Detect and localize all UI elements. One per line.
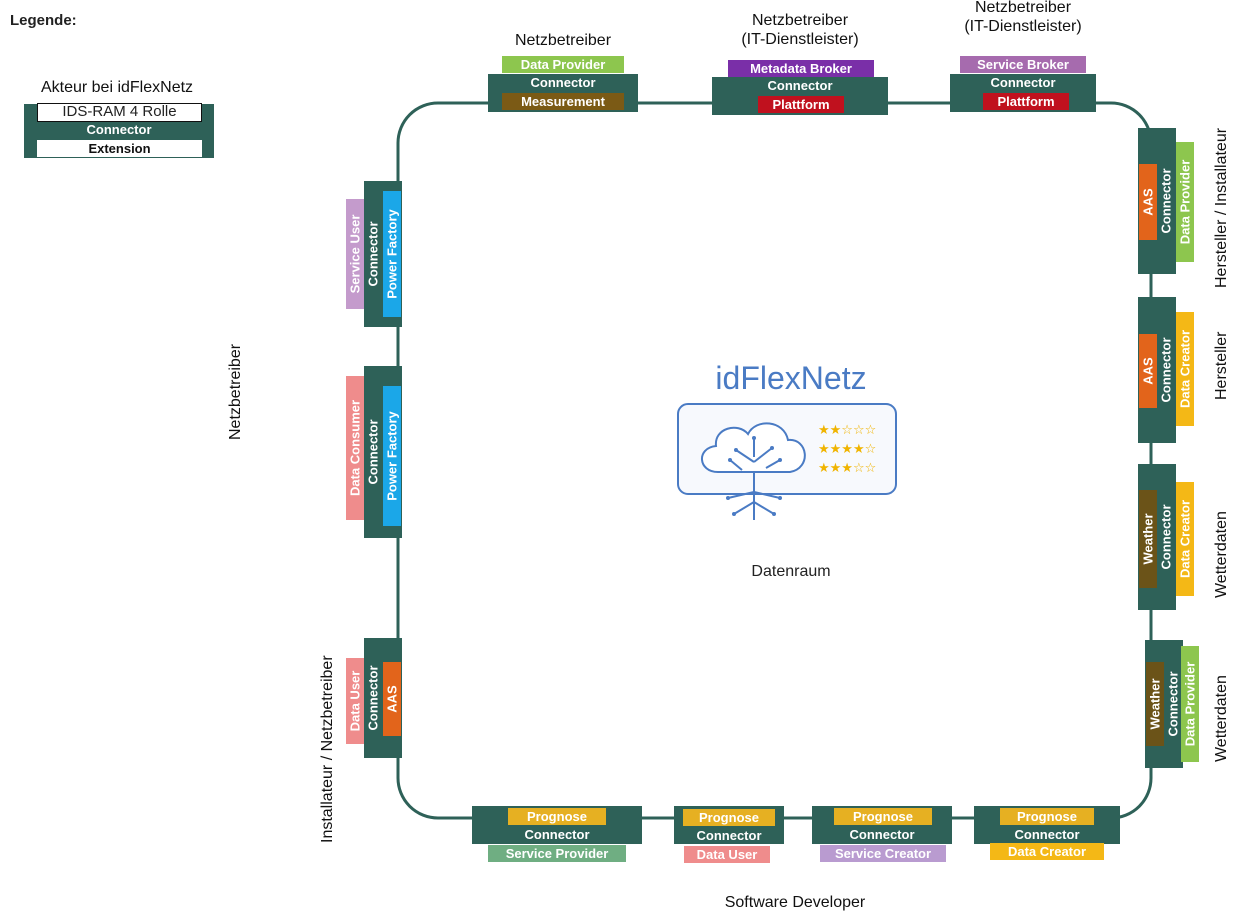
role-tag-data-creator: Data Creator [990,843,1104,860]
role-tag-service-broker: Service Broker [960,56,1086,73]
connector-text: Connector [1157,297,1175,443]
connector-text: Connector [364,181,382,327]
role-tag-service-creator: Service Creator [820,845,946,862]
role-tag-service-provider: Service Provider [488,845,626,862]
svg-text:★★★☆☆: ★★★☆☆ [818,461,876,476]
connector-text: Connector [974,827,1120,843]
role-tag-data-creator: Data Creator [1176,312,1194,426]
extension-tag-aas: AAS [1139,334,1157,408]
logo-title: idFlexNetz [676,360,906,397]
extension-tag-weather: Weather [1146,662,1164,746]
role-tag-service-user: Service User [346,199,364,309]
connector-text: Connector [364,638,382,758]
dataspace-label: Datenraum [676,563,906,581]
actor-label: Netzbetreiber (IT-Dienstleister) [712,11,888,49]
extension-tag-prognose: Prognose [834,808,932,825]
extension-tag-power-factory: Power Factory [383,191,401,317]
extension-tag-prognose: Prognose [1000,808,1094,825]
connector-text: Connector [1157,128,1175,274]
legend-connector-text: Connector [24,122,214,138]
extension-tag-plattform: Plattform [983,93,1069,110]
legend-title: Legende: [10,12,77,29]
actor-label: Hersteller / Installateur [1214,128,1230,288]
actor-label: Netzbetreiber [488,31,638,50]
actor-label: Hersteller [1214,332,1230,400]
connector-text: Connector [364,366,382,538]
extension-tag-prognose: Prognose [683,809,775,826]
role-tag-metadata-broker: Metadata Broker [728,60,874,77]
role-tag-data-provider: Data Provider [1176,142,1194,262]
connector-text: Connector [712,78,888,94]
role-tag-data-user: Data User [684,846,770,863]
role-tag-data-provider: Data Provider [1181,646,1199,762]
connector-text: Connector [472,827,642,843]
role-tag-data-consumer: Data Consumer [346,376,364,520]
extension-tag-aas: AAS [1139,164,1157,240]
connector-text: Connector [674,828,784,844]
connector-text: Connector [1164,640,1182,768]
legend-actor-label: Akteur bei idFlexNetz [22,78,212,97]
svg-text:★★★★☆: ★★★★☆ [818,442,876,457]
bottom-actor-software-developer: Software Developer [680,893,910,912]
extension-tag-measurement: Measurement [502,93,624,110]
legend-role-box: IDS-RAM 4 Rolle [37,103,202,122]
extension-tag-aas: AAS [383,662,401,736]
rating-stars-icon: ★★☆☆☆ ★★★★☆ ★★★☆☆ [818,420,890,478]
role-tag-data-creator: Data Creator [1176,482,1194,596]
actor-label: Netzbetreiber (IT-Dienstleister) [950,0,1096,36]
left-actor-netzbetreiber: Netzbetreiber [228,344,244,440]
connector-text: Connector [488,75,638,91]
role-tag-data-provider: Data Provider [502,56,624,73]
role-tag-data-user: Data User [346,658,364,744]
actor-label: Wetterdaten [1214,511,1230,598]
extension-tag-prognose: Prognose [508,808,606,825]
left-actor-installateur-netzbetreiber: Installateur / Netzbetreiber [320,655,336,843]
connector-text: Connector [950,75,1096,91]
legend-extension-box: Extension [37,140,202,157]
connector-text: Connector [812,827,952,843]
extension-tag-power-factory: Power Factory [383,386,401,526]
connector-text: Connector [1157,464,1175,610]
extension-tag-plattform: Plattform [758,96,844,113]
extension-tag-weather: Weather [1139,490,1157,588]
actor-label: Wetterdaten [1214,675,1230,762]
svg-text:★★☆☆☆: ★★☆☆☆ [818,423,876,438]
